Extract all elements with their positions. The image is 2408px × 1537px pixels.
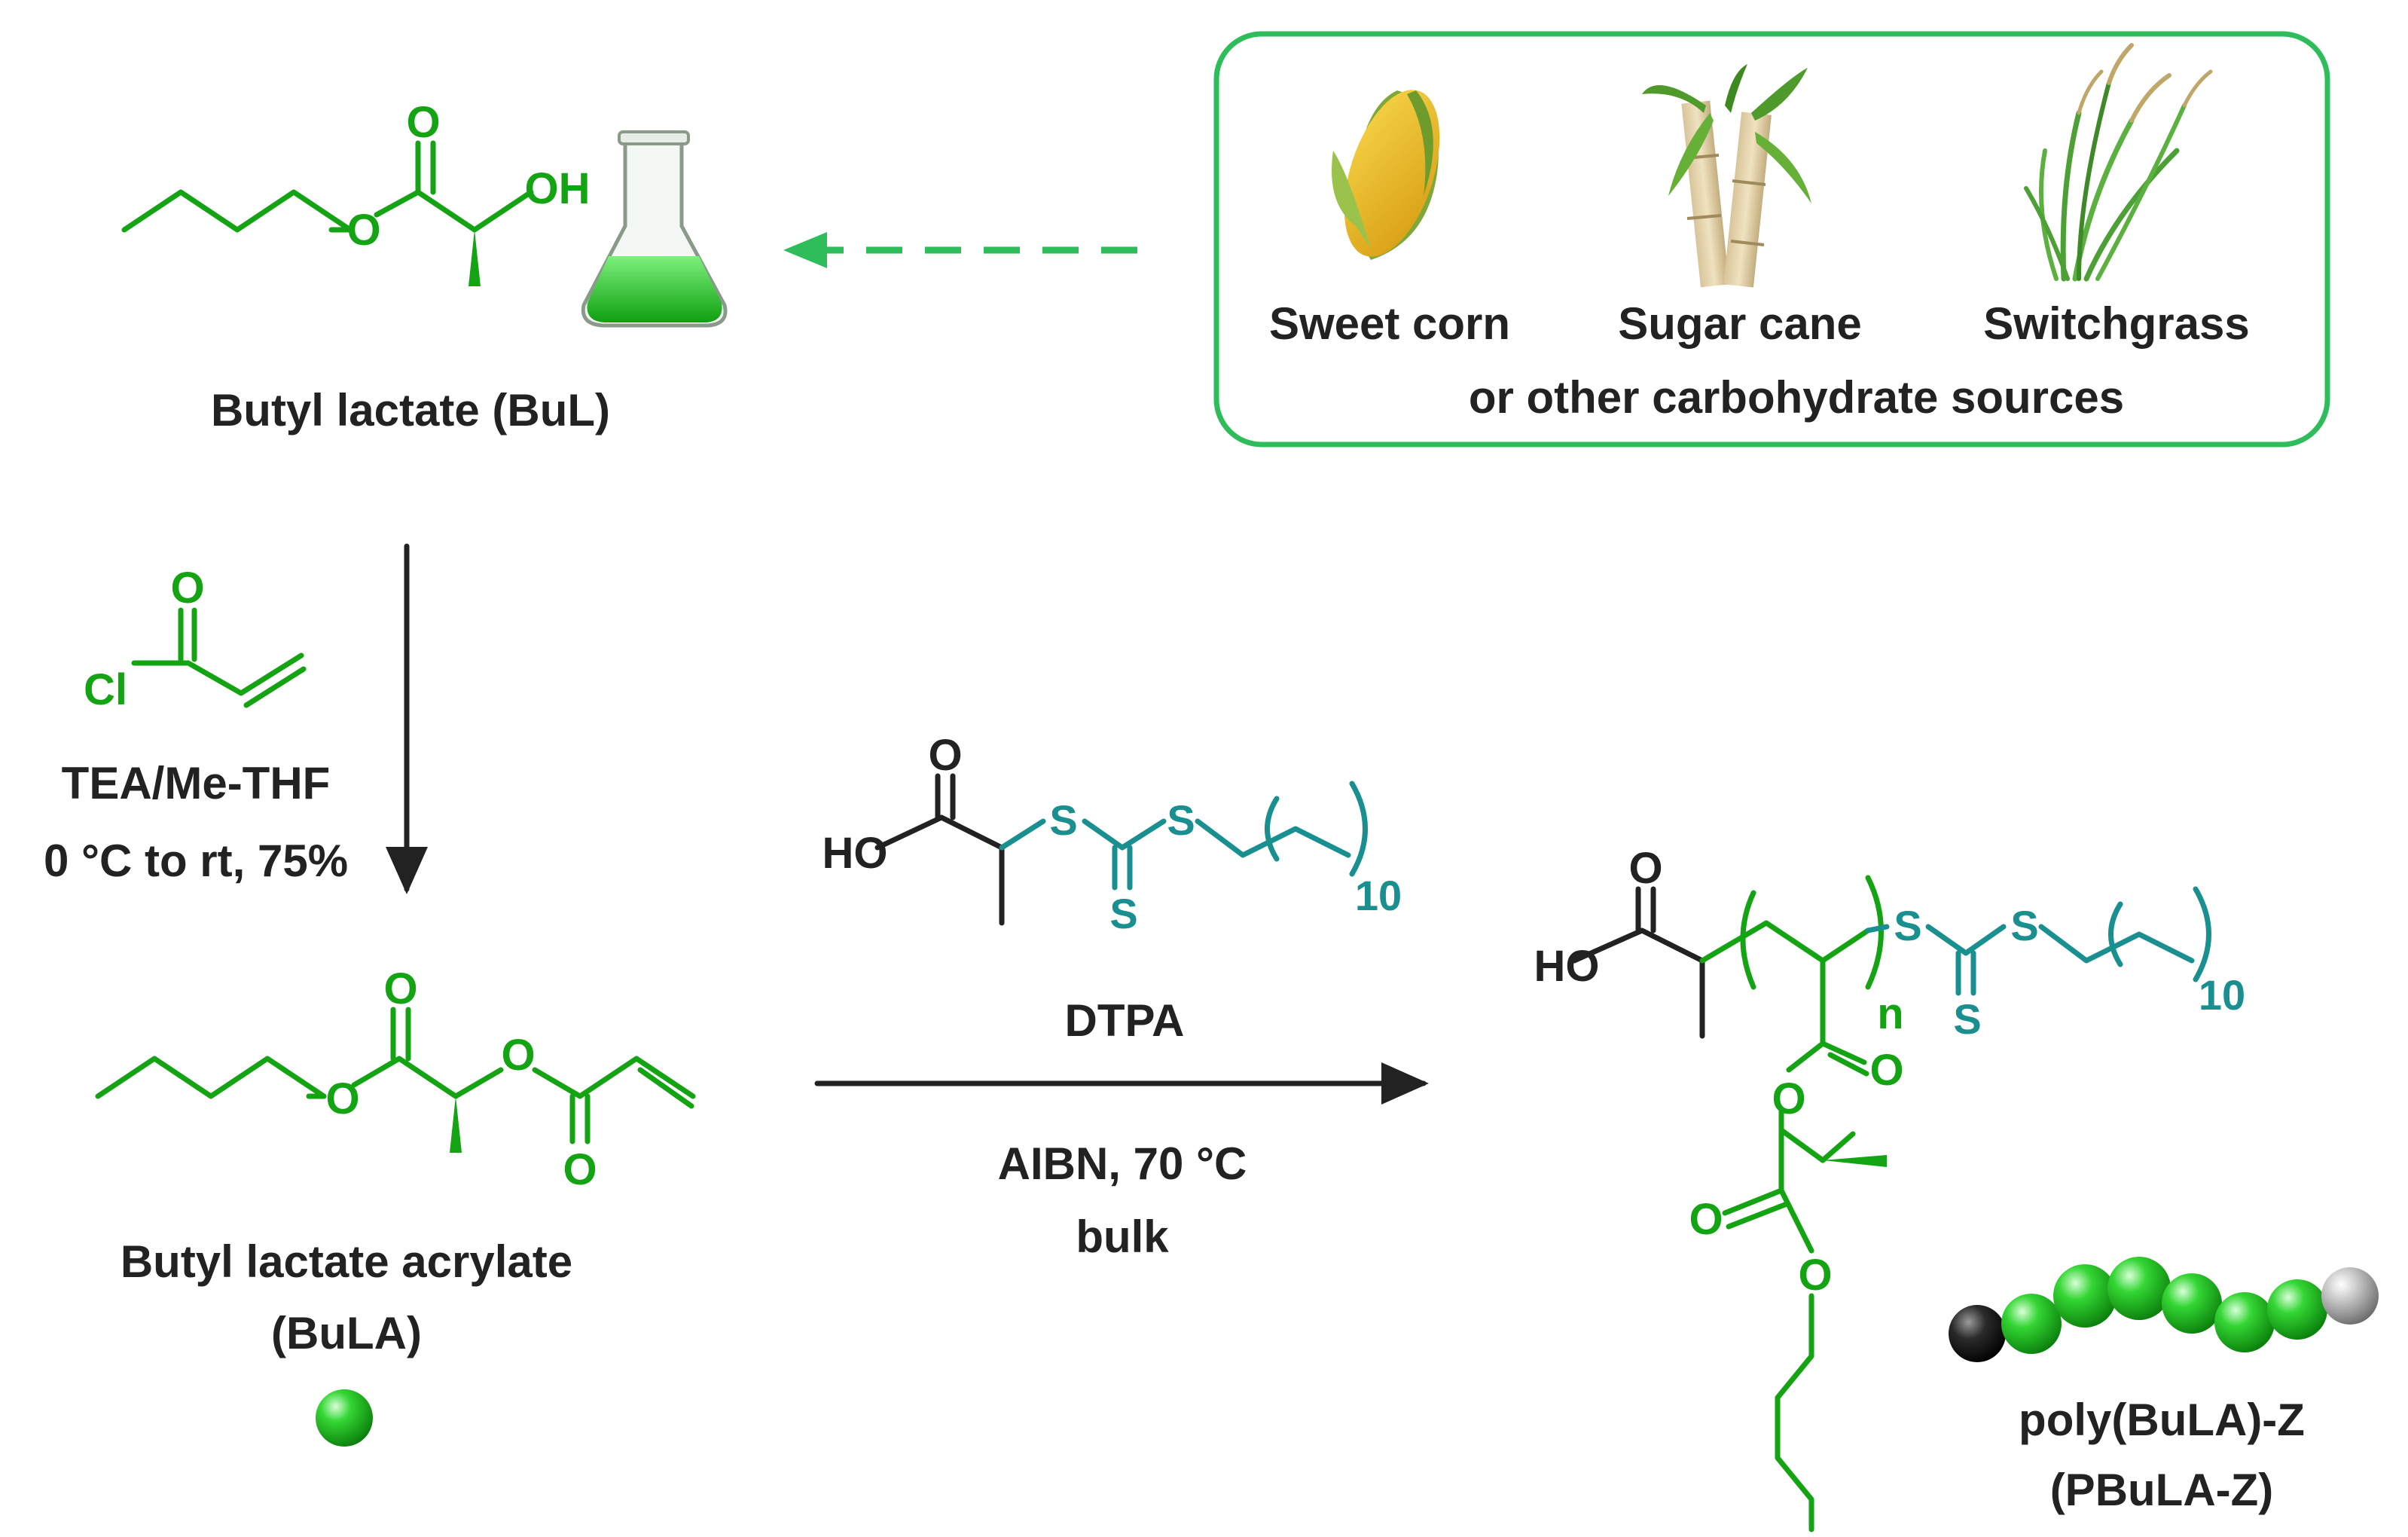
label-polymer-name: poly(BuLA)-Z — [2019, 1395, 2305, 1445]
sources-box — [1213, 31, 2330, 448]
bula-structure: O O O O — [95, 964, 696, 1194]
label-dtpa: DTPA — [1065, 995, 1185, 1046]
label-sugar-cane: Sugar cane — [1618, 298, 1861, 349]
subscript-ten: 10 — [2199, 971, 2245, 1019]
butyl-lactate-structure: O O OH — [121, 98, 591, 286]
conditions-solvent: TEA/Me-THF — [62, 758, 331, 808]
dtpa-structure: O HO S S S 10 — [823, 731, 1402, 937]
chain-end-bead-black — [1949, 1305, 2006, 1362]
chain-bead — [2267, 1279, 2327, 1340]
subscript-n: n — [1877, 989, 1903, 1038]
dashed-arrow — [783, 232, 1137, 268]
atom-o: O — [1772, 1074, 1805, 1123]
bula-monomer-bead — [316, 1389, 373, 1447]
atom-o: O — [383, 964, 417, 1013]
atom-s: S — [1894, 902, 1921, 949]
atom-cl: Cl — [84, 665, 127, 714]
label-bula-abbrev: (BuLA) — [271, 1308, 422, 1358]
conditions-initiator: AIBN, 70 °C — [998, 1138, 1247, 1189]
atom-ho: HO — [1534, 942, 1600, 991]
atom-o: O — [170, 564, 204, 613]
label-switchgrass: Switchgrass — [1983, 298, 2249, 349]
atom-o: O — [1628, 844, 1662, 893]
chain-end-bead-grey — [2321, 1267, 2379, 1325]
chain-bead — [2214, 1292, 2275, 1352]
chain-bead — [2107, 1257, 2171, 1320]
chain-bead — [2162, 1273, 2222, 1334]
atom-oh: OH — [525, 164, 591, 213]
flask-icon — [581, 130, 728, 328]
atom-ho: HO — [823, 829, 888, 878]
atom-s: S — [1953, 995, 1981, 1043]
conditions-bulk: bulk — [1076, 1212, 1169, 1262]
atom-s: S — [1109, 890, 1137, 937]
sugar-cane-icon — [1642, 64, 1811, 288]
atom-s: S — [2010, 902, 2038, 949]
atom-o: O — [325, 1074, 359, 1123]
label-bula-name: Butyl lactate acrylate — [121, 1236, 572, 1287]
atom-o: O — [346, 206, 380, 255]
label-sweet-corn: Sweet corn — [1269, 298, 1510, 349]
label-polymer-abbrev: (PBuLA-Z) — [2050, 1465, 2274, 1515]
acryloyl-chloride-structure: O Cl — [84, 564, 307, 714]
atom-o: O — [928, 731, 962, 780]
polymer-bead-chain — [1949, 1257, 2379, 1362]
atom-o: O — [1798, 1251, 1832, 1300]
atom-o: O — [1689, 1195, 1723, 1244]
subscript-ten: 10 — [1355, 872, 1402, 919]
atom-s: S — [1049, 796, 1077, 844]
switchgrass-icon — [2024, 43, 2213, 282]
atom-o: O — [406, 98, 440, 147]
polymer-structure: O HO n O O O O S S S 10 — [1534, 844, 2245, 1532]
label-bul: Butyl lactate (BuL) — [211, 385, 610, 435]
atom-s: S — [1167, 796, 1195, 844]
conditions-temperature-yield: 0 °C to rt, 75% — [44, 836, 348, 886]
chain-bead — [2053, 1264, 2117, 1328]
label-other-sources: or other carbohydrate sources — [1469, 372, 2124, 423]
sweet-corn-icon — [1332, 90, 1440, 260]
chain-bead — [2001, 1294, 2062, 1354]
atom-o: O — [1869, 1046, 1903, 1095]
atom-o: O — [501, 1031, 535, 1080]
atom-o: O — [563, 1145, 597, 1194]
